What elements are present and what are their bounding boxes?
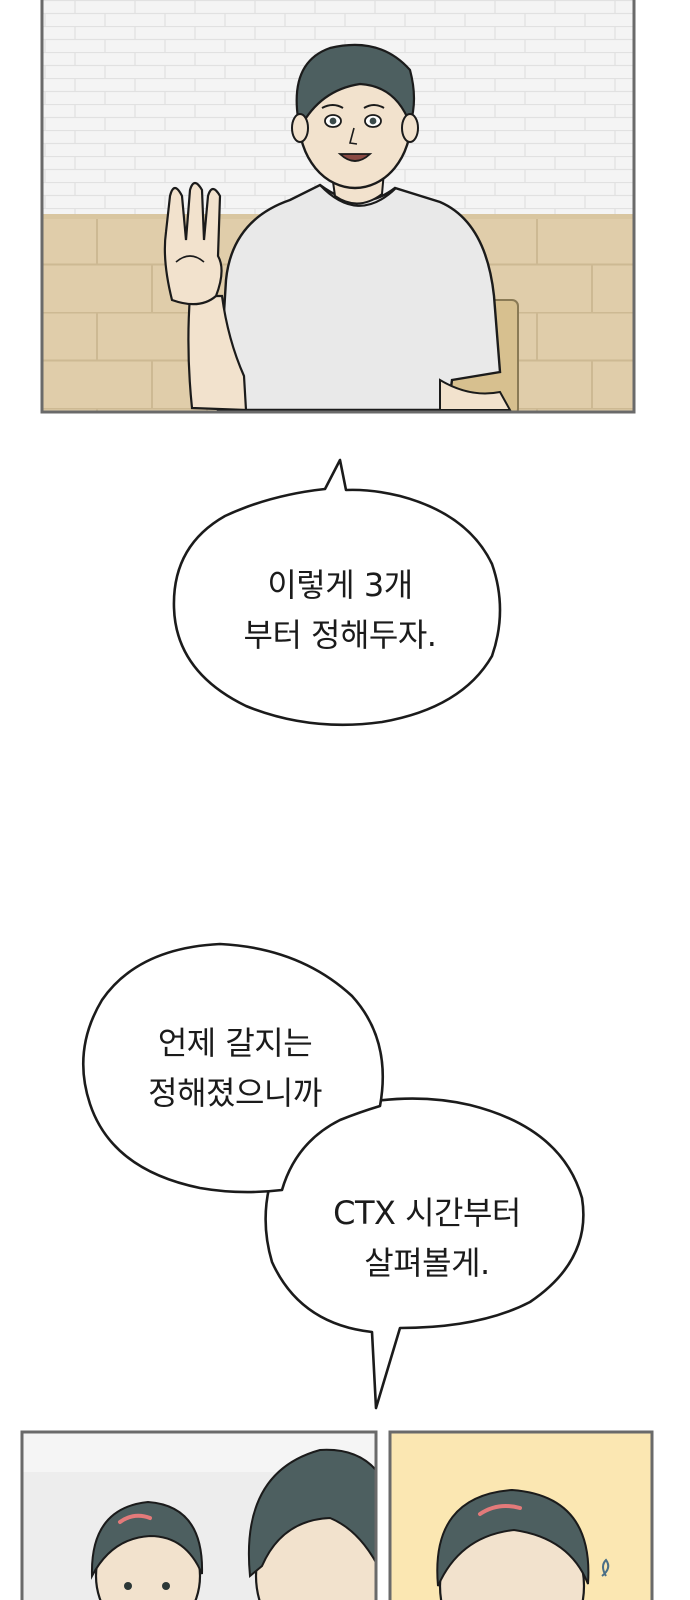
sparkle-icon: [601, 1558, 610, 1577]
speech-bubble-2-3: [81, 942, 585, 1410]
speech-bubble-2-text: 언제 갈지는 정해졌으니까: [90, 1018, 380, 1118]
shirt: [216, 183, 502, 412]
man-hair: [247, 1448, 376, 1578]
bottom-right-panel: [388, 1430, 654, 1600]
top-panel-art: [42, 0, 634, 412]
speech-bubble-1-line-1: 이렇게 3개: [267, 566, 413, 604]
three-fingers-hand-icon: [163, 181, 223, 306]
girl-hair-closeup: [436, 1488, 590, 1587]
speech-bubble-2-line-2: 정해졌으니까: [148, 1074, 322, 1112]
bottom-left-panel: [20, 1430, 378, 1600]
left-arm: [187, 294, 248, 412]
top-panel: [40, 0, 636, 414]
speech-bubble-2: [81, 942, 385, 1194]
hair: [295, 43, 416, 132]
speech-bubble-3-line-2: 살펴볼게.: [364, 1244, 490, 1282]
speech-bubble-3: [264, 1097, 585, 1410]
speech-bubble-2-line-1: 언제 갈지는: [157, 1024, 313, 1062]
speech-bubble-1-text: 이렇게 3개 부터 정해두자.: [180, 560, 500, 660]
speech-bubble-3-line-1: CTX 시간부터: [333, 1194, 521, 1232]
smile: [337, 153, 373, 162]
speech-bubble-3-text: CTX 시간부터 살펴볼게.: [292, 1188, 562, 1288]
speech-bubble-1: [172, 458, 502, 727]
right-arm: [439, 378, 512, 411]
speech-bubble-1-line-2: 부터 정해두자.: [243, 616, 437, 654]
